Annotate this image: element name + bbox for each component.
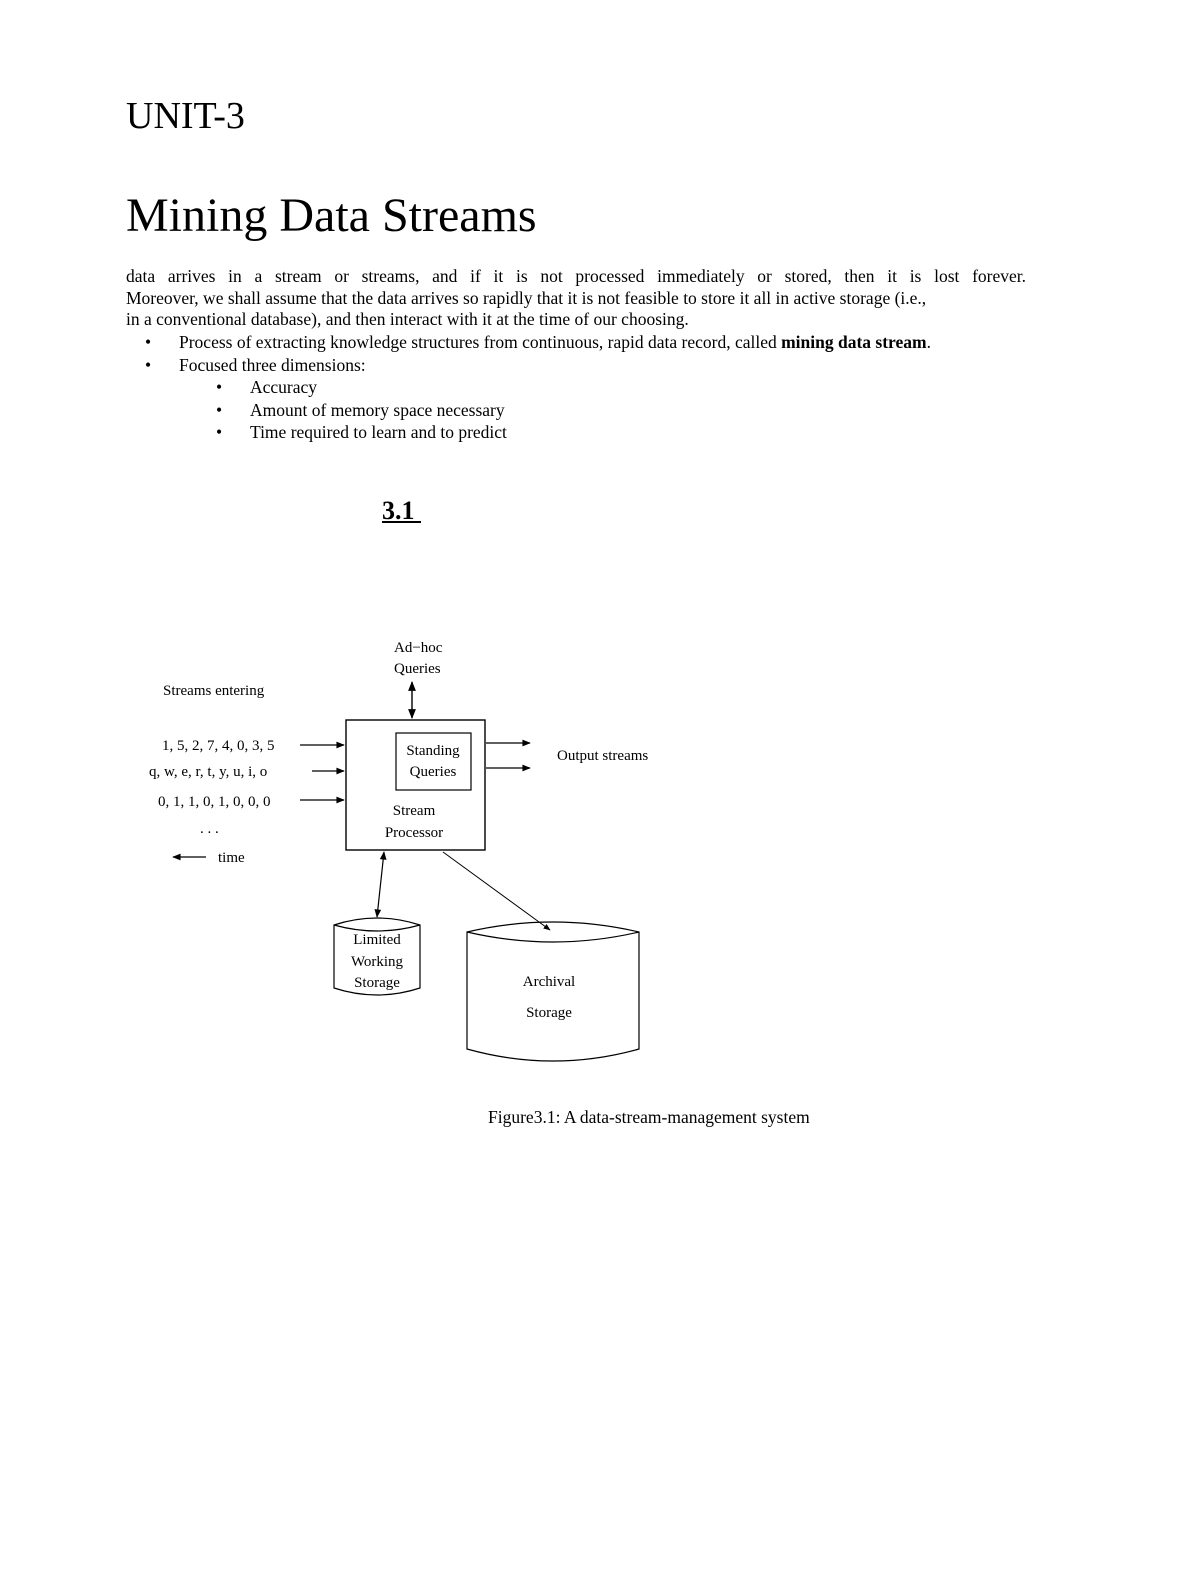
section-number: 3.1	[382, 496, 421, 525]
archival-label-1: Archival	[523, 974, 575, 990]
limited-label-2: Working	[351, 954, 404, 970]
limited-label-1: Limited	[353, 932, 401, 948]
stream-3-label: 0, 1, 1, 0, 1, 0, 0, 0	[158, 794, 271, 810]
bullet-marker: •	[145, 354, 152, 375]
archival-label-2: Storage	[526, 1005, 572, 1021]
sub-bullet-text: Amount of memory space necessary	[250, 399, 505, 420]
adhoc-label-2: Queries	[394, 661, 441, 677]
adhoc-label-1: Ad−hoc	[394, 640, 443, 656]
page-title: Mining Data Streams	[126, 189, 537, 242]
bullet-text: Process of extracting knowledge structur…	[179, 332, 782, 352]
dsms-diagram: Ad−hoc Queries Streams entering 1, 5, 2,…	[149, 640, 648, 1062]
time-label: time	[218, 850, 245, 866]
bullet-marker: •	[145, 332, 152, 352]
sub-bullet-list: • Accuracy • Amount of memory space nece…	[126, 376, 931, 444]
bullet-text: Focused three dimensions:	[179, 354, 366, 375]
list-item: • Process of extracting knowledge struct…	[126, 331, 931, 354]
limited-label-3: Storage	[354, 975, 400, 991]
bullet-list: • Process of extracting knowledge struct…	[126, 331, 931, 444]
list-item: • Amount of memory space necessary	[126, 399, 931, 422]
intro-line-2: Moreover, we shall assume that the data …	[126, 287, 927, 308]
working-storage-cylinder	[333, 917, 421, 996]
intro-line-1: data arrives in a stream or streams, and…	[126, 266, 1026, 286]
stream-processor-box	[345, 719, 486, 851]
intro-line-3: in a conventional database), and then in…	[126, 309, 689, 329]
processor-label-1: Stream	[393, 803, 436, 819]
archival-storage-cylinder	[466, 921, 640, 1062]
unit-heading: UNIT-3	[126, 95, 245, 137]
processor-label-2: Processor	[385, 825, 443, 841]
bullet-bold-term: mining data stream	[781, 332, 927, 352]
output-streams-label: Output streams	[557, 748, 648, 764]
stream-1-label: 1, 5, 2, 7, 4, 0, 3, 5	[162, 738, 275, 754]
working-storage-arrow	[374, 851, 387, 918]
bullet-marker: •	[216, 377, 223, 397]
ellipsis-label: . . .	[200, 821, 219, 837]
list-item: • Focused three dimensions:	[126, 354, 931, 377]
stream-2-label: q, w, e, r, t, y, u, i, o	[149, 764, 267, 780]
standing-label-2: Queries	[410, 764, 457, 780]
standing-queries-box	[395, 732, 472, 791]
archival-storage-arrow	[442, 851, 551, 931]
sub-bullet-text: Time required to learn and to predict	[250, 422, 507, 442]
figure-caption: Figure3.1: A data-stream-management syst…	[488, 1107, 810, 1127]
streams-entering-label: Streams entering	[163, 683, 265, 699]
sub-bullet-text: Accuracy	[250, 377, 318, 397]
bullet-marker: •	[216, 422, 223, 442]
bullet-marker: •	[216, 399, 223, 420]
list-item: • Accuracy	[126, 376, 931, 399]
list-item: • Time required to learn and to predict	[126, 421, 931, 444]
standing-label-1: Standing	[406, 743, 460, 759]
intro-paragraph: data arrives in a stream or streams, and…	[126, 266, 1026, 331]
bullet-end: .	[926, 332, 931, 352]
sub-list-container: • Accuracy • Amount of memory space nece…	[126, 376, 931, 444]
